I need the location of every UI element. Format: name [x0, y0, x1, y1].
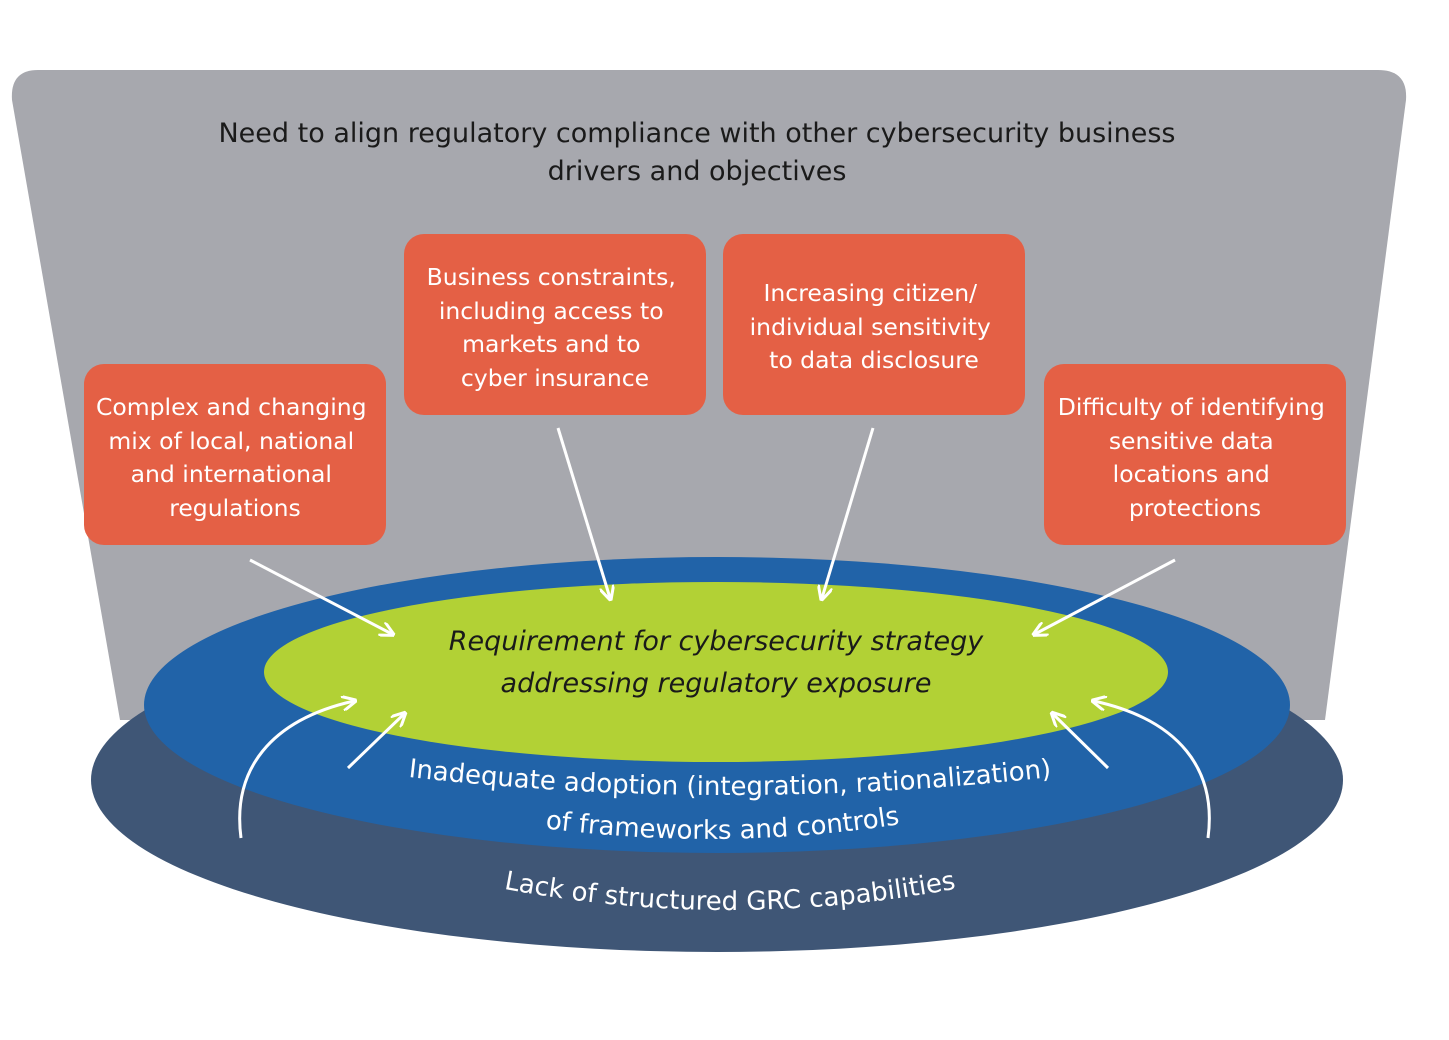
- arrow-outer-ring-left: [238, 701, 354, 839]
- arrow-sensitive-data: [1035, 558, 1176, 634]
- driver-box-citizen-sensitivity: Increasing citizen/ individual sensitivi…: [723, 234, 1025, 415]
- driver-1-line-4: regulations: [169, 494, 301, 522]
- title-line-2: drivers and objectives: [548, 156, 847, 187]
- driver-2-line-1: Business constraints,: [427, 263, 676, 291]
- driver-box-regulations: Complex and changing mix of local, natio…: [84, 364, 386, 545]
- driver-2-line-4: cyber insurance: [461, 364, 649, 392]
- driver-4-line-1: Difficulty of identifying: [1058, 393, 1325, 421]
- svg-text:Business constraints, in: Business constraints, including access t…: [427, 263, 684, 392]
- driver-3-line-2: individual sensitivity: [750, 313, 991, 341]
- svg-text:Difficulty of identifying: Difficulty of identifying sensitive data…: [1058, 393, 1333, 522]
- center-line-2: addressing regulatory exposure: [501, 668, 932, 699]
- driver-box-sensitive-data: Difficulty of identifying sensitive data…: [1044, 364, 1346, 545]
- center-ellipse: [264, 582, 1168, 762]
- driver-2-line-3: markets and to: [462, 330, 640, 358]
- title-line-1: Need to align regulatory compliance with…: [218, 118, 1175, 149]
- driver-4-line-2: sensitive data: [1109, 427, 1274, 455]
- svg-text:Increasing citizen/ indi: Increasing citizen/ individual sensitivi…: [750, 279, 999, 374]
- arrow-business-constraints: [556, 427, 610, 598]
- arrow-outer-ring-right: [1094, 701, 1211, 839]
- arrow-regulations: [249, 558, 392, 634]
- driver-3-line-3: to data disclosure: [769, 346, 979, 374]
- driver-1-line-2: mix of local, national: [108, 427, 354, 455]
- driver-2-line-2: including access to: [439, 297, 664, 325]
- arrow-citizen-sensitivity: [822, 427, 875, 598]
- center-line-1: Requirement for cybersecurity strategy: [449, 626, 984, 657]
- driver-1-line-1: Complex and changing: [96, 393, 367, 421]
- driver-1-line-3: and international: [131, 460, 332, 488]
- svg-text:Complex and changing mix: Complex and changing mix of local, natio…: [96, 393, 374, 522]
- driver-4-line-4: protections: [1129, 494, 1261, 522]
- driver-4-line-3: locations and: [1113, 460, 1270, 488]
- funnel-shape: [11, 70, 1407, 720]
- arrow-middle-ring-right: [1053, 714, 1110, 770]
- driver-box-business-constraints: Business constraints, including access t…: [404, 234, 706, 415]
- driver-3-line-1: Increasing citizen/: [763, 279, 977, 307]
- arrow-middle-ring-left: [346, 714, 404, 770]
